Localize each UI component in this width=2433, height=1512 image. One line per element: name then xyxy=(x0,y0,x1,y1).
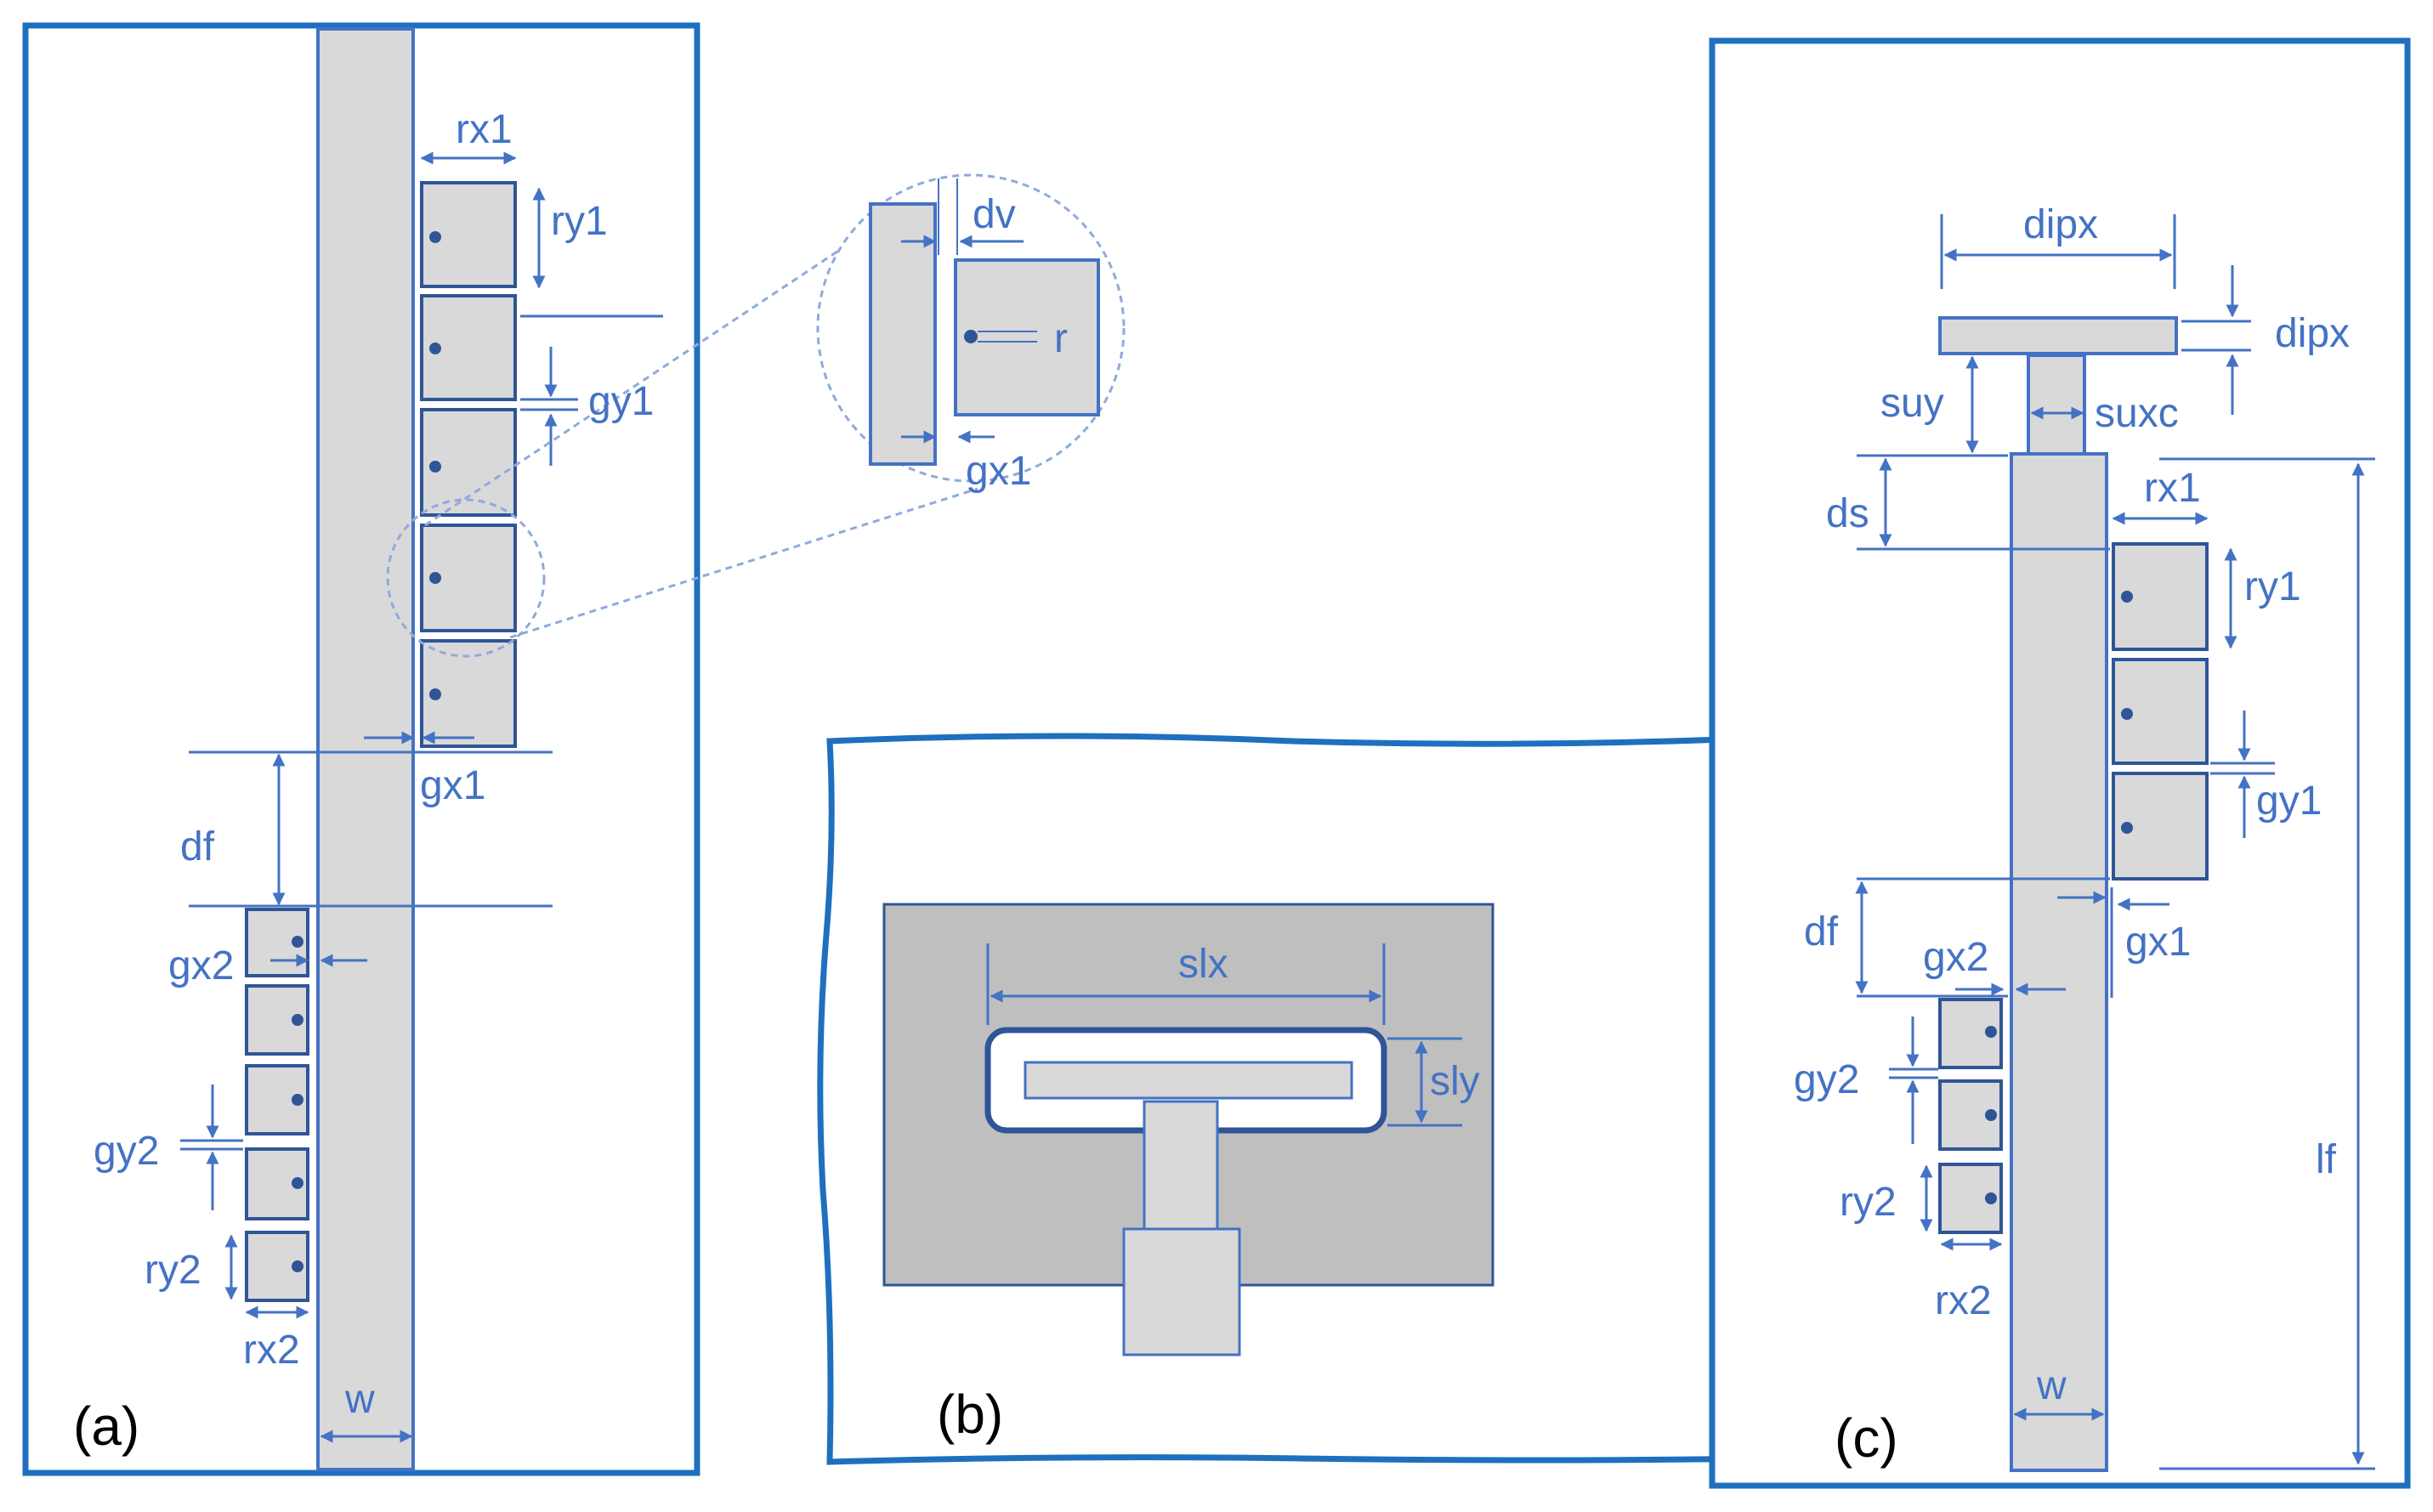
resonator-4 xyxy=(420,524,517,632)
panel-b-caption: (b) xyxy=(937,1384,1003,1445)
label-df-c: df xyxy=(1804,909,1839,954)
via-dot xyxy=(429,231,441,243)
via-dot xyxy=(292,936,303,948)
via-dot xyxy=(429,343,441,354)
label-rx1-c: rx1 xyxy=(2144,466,2201,511)
via-dot xyxy=(1985,1192,1997,1204)
via-dot xyxy=(2121,591,2133,603)
zoom-connector-top xyxy=(424,241,851,527)
resonator-10 xyxy=(245,1231,309,1302)
waveguide-c xyxy=(2010,452,2108,1472)
label-suy: suy xyxy=(1880,381,1944,426)
label-dipx-top: dipx xyxy=(2023,202,2098,247)
label-gy2: gy2 xyxy=(94,1129,159,1174)
inset-resonator xyxy=(954,258,1100,416)
zoom-circle-a xyxy=(386,498,546,658)
panel-c-caption: (c) xyxy=(1835,1407,1898,1469)
panel-a: rx1 ry1 gy1 gx1 df gx2 gy2 ry2 rx2 w (a) xyxy=(22,22,978,1476)
dipole-bar-b xyxy=(1024,1061,1353,1100)
label-rx2-c: rx2 xyxy=(1935,1278,1992,1323)
label-gx2: gx2 xyxy=(168,943,234,988)
label-gx1-c: gx1 xyxy=(2125,920,2191,965)
label-rx2: rx2 xyxy=(243,1328,300,1373)
panel-b: slx sly (b) xyxy=(817,733,1777,1465)
via-dot xyxy=(292,1014,303,1026)
label-rx1: rx1 xyxy=(456,107,513,152)
zoom-connector-bottom xyxy=(509,487,978,639)
label-gx2-c: gx2 xyxy=(1923,935,1988,980)
label-suxc: suxc xyxy=(2095,391,2179,436)
via-dot xyxy=(429,461,441,473)
via-dot xyxy=(1985,1109,1997,1121)
resonator-c-2 xyxy=(2112,658,2209,765)
inset-waveguide xyxy=(869,202,937,466)
stem-c xyxy=(2027,354,2086,456)
label-ry2: ry2 xyxy=(145,1248,201,1293)
label-gx1: gx1 xyxy=(420,763,485,808)
label-gx1-inset: gx1 xyxy=(966,449,1031,494)
panel-c: dipx dipx suy suxc ds rx1 ry1 gy1 df gx2… xyxy=(1709,37,2411,1489)
label-dipx-side: dipx xyxy=(2275,311,2350,356)
via-dot xyxy=(292,1177,303,1189)
label-slx: slx xyxy=(1178,942,1228,987)
via-dot xyxy=(429,688,441,700)
label-w: w xyxy=(344,1377,375,1422)
via-dot xyxy=(1985,1026,1997,1038)
zoom-inset: dv r gx1 xyxy=(816,173,1126,494)
via-dot xyxy=(2121,708,2133,720)
via-dot xyxy=(2121,822,2133,834)
inset-via-dot xyxy=(964,330,978,343)
label-gy2-c: gy2 xyxy=(1794,1057,1859,1102)
via-dot xyxy=(292,1260,303,1272)
via-dot xyxy=(292,1094,303,1106)
stem-b xyxy=(1143,1100,1219,1231)
label-w-c: w xyxy=(2036,1363,2067,1408)
label-gy1: gy1 xyxy=(588,379,654,424)
label-ry1-c: ry1 xyxy=(2244,564,2301,609)
label-r: r xyxy=(1054,316,1068,361)
label-gy1-c: gy1 xyxy=(2256,779,2322,824)
dipole-bar-c xyxy=(1938,316,2178,355)
label-df: df xyxy=(180,824,215,869)
feed-b xyxy=(1122,1227,1241,1356)
label-sly: sly xyxy=(1430,1059,1480,1104)
panel-a-caption: (a) xyxy=(73,1396,139,1457)
label-ry1: ry1 xyxy=(551,199,608,244)
label-ds: ds xyxy=(1826,491,1869,536)
label-dv: dv xyxy=(973,192,1016,237)
via-dot xyxy=(429,572,441,584)
waveguide-a xyxy=(316,27,415,1471)
label-ry2-c: ry2 xyxy=(1840,1180,1897,1225)
label-lf: lf xyxy=(2316,1137,2337,1182)
